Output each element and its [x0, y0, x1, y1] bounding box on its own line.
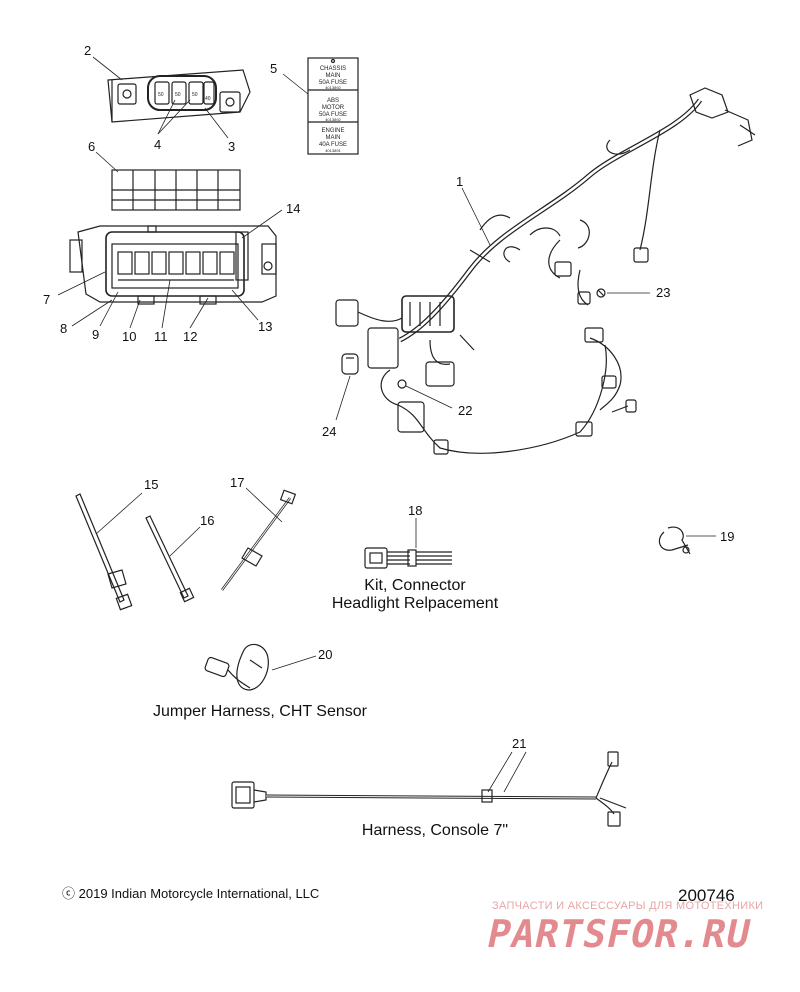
fuse-label-text: ENGINE	[321, 128, 344, 134]
caption-kit-line1: Kit, Connector	[364, 577, 466, 594]
callout-3: 3	[228, 139, 236, 154]
callout-22: 22	[458, 403, 473, 418]
callout-15: 15	[144, 477, 159, 492]
headlight-connector-kit	[364, 547, 452, 569]
cht-jumper-harness	[204, 643, 269, 691]
callout-23: 23	[656, 285, 671, 300]
fuse-label-text: 4013892	[325, 85, 341, 90]
callout-7: 7	[43, 292, 51, 307]
fuse-label-text: 50A FUSE	[319, 80, 347, 86]
callout-12: 12	[183, 329, 198, 344]
callout-1: 1	[456, 174, 464, 189]
callout-20: 20	[318, 647, 333, 662]
callout-8: 8	[60, 321, 68, 336]
fuse-label-text: MAIN	[326, 135, 341, 141]
callout-2: 2	[84, 43, 92, 58]
caption-jumper: Jumper Harness, CHT Sensor	[153, 703, 367, 720]
power-distribution-module	[69, 225, 277, 305]
fuse-box-digit: 50	[158, 92, 164, 98]
relay-label-card	[111, 169, 241, 211]
harness-clamp	[658, 526, 691, 555]
fuse-box-digit: 40	[205, 96, 211, 102]
callout-14: 14	[286, 201, 301, 216]
watermark-subtitle: ЗАПЧАСТИ И АКСЕССУАРЫ ДЛЯ МОТОТЕХНИКИ	[492, 900, 764, 912]
callout-13: 13	[258, 319, 273, 334]
fuse-box-digit: 50	[192, 92, 198, 98]
callout-19: 19	[720, 529, 735, 544]
caption-kit-line2: Headlight Relpacement	[331, 595, 499, 612]
cable-tie-15	[75, 493, 133, 611]
fastener-23	[596, 288, 606, 298]
fuse-box	[107, 69, 251, 123]
fuse-box-digit: 50	[175, 92, 181, 98]
main-wire-harness	[335, 87, 756, 455]
callout-16: 16	[200, 513, 215, 528]
copyright-icon: ⓒ	[62, 886, 76, 901]
copyright: ⓒ 2019 Indian Motorcycle International, …	[62, 883, 319, 902]
fuse-label-text: ABS	[327, 98, 339, 104]
document-number: 200746	[678, 886, 735, 905]
fuse-label-text: MAIN	[326, 73, 341, 79]
callout-17: 17	[230, 475, 245, 490]
callout-5: 5	[270, 61, 278, 76]
watermark-brand: PARTSFOR.RU	[483, 912, 756, 956]
fuse-label-text: MOTOR	[322, 105, 345, 111]
fuse-label-text: 4013892	[325, 117, 341, 122]
cable-tie-17	[220, 489, 297, 591]
callout-18: 18	[408, 503, 423, 518]
console-harness	[231, 751, 627, 827]
callout-21: 21	[512, 736, 527, 751]
fastener-22	[397, 379, 407, 389]
fuse-label-text: 4013891	[325, 148, 341, 153]
cable-tie-16	[145, 515, 195, 603]
fuse-label-text: CHASSIS	[320, 66, 346, 72]
callout-9: 9	[92, 327, 100, 342]
callout-11: 11	[154, 329, 168, 344]
fuse-label-text: 40A FUSE	[319, 142, 347, 148]
callout-4: 4	[154, 137, 162, 152]
callout-10: 10	[122, 329, 137, 344]
callout-24: 24	[322, 424, 337, 439]
fuse-label-text: 50A FUSE	[319, 112, 347, 118]
caption-console: Harness, Console 7"	[361, 822, 509, 839]
callout-6: 6	[88, 139, 96, 154]
fuse-label-card	[307, 57, 359, 155]
copyright-text: 2019 Indian Motorcycle International, LL…	[78, 886, 320, 901]
grommet-24	[341, 353, 359, 375]
